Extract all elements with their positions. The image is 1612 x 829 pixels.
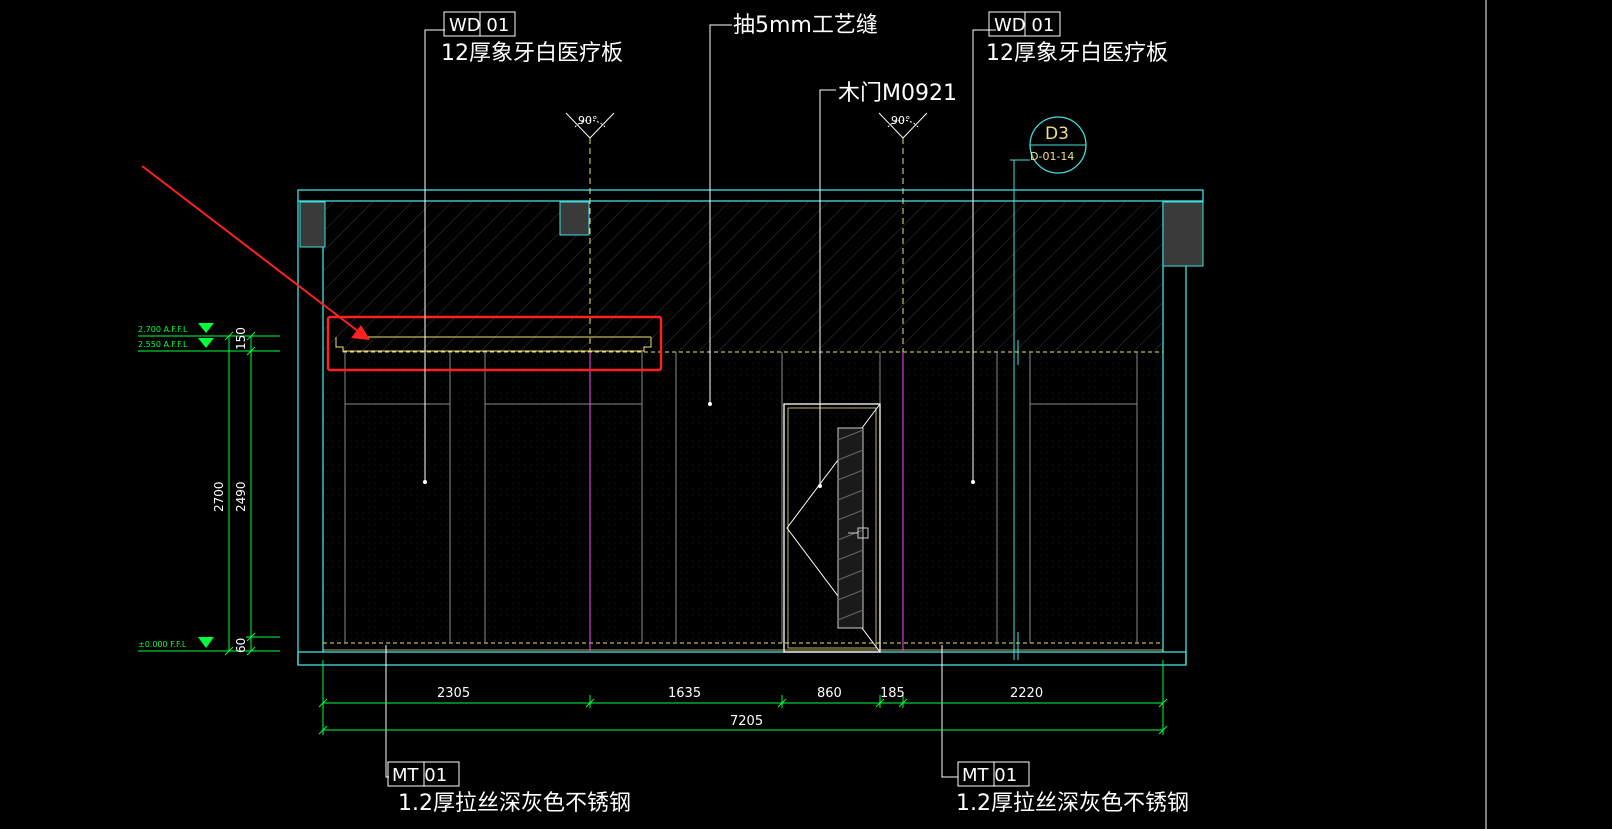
- detail-id: D3: [1045, 124, 1069, 144]
- hdim-seg1: 2305: [437, 686, 470, 701]
- elevation-outline: [297, 189, 1204, 666]
- leader-lines: [424, 24, 996, 486]
- wd-code-right: WD 01: [994, 15, 1054, 36]
- angle-right: 90°: [891, 114, 911, 127]
- wd-desc-right: 12厚象牙白医疗板: [986, 41, 1168, 66]
- vdim-total: 2700: [212, 481, 226, 512]
- horizontal-dimensions: [318, 660, 1168, 735]
- mt-desc-right: 1.2厚拉丝深灰色不锈钢: [956, 791, 1189, 816]
- vdim-middle: 2490: [234, 481, 248, 512]
- hdim-total: 7205: [730, 714, 763, 729]
- wd-desc-left: 12厚象牙白医疗板: [441, 41, 623, 66]
- level-second: 2.550 A.F.F.L: [138, 340, 188, 349]
- door-m0921: [783, 403, 881, 653]
- view-marker-left: [565, 112, 615, 139]
- ceiling-hatch: [323, 202, 1163, 352]
- door-label: 木门M0921: [838, 81, 957, 106]
- highlight-box: [326, 315, 663, 372]
- column-block-mid: [559, 201, 590, 236]
- vertical-dimensions: [224, 331, 280, 656]
- angle-left: 90°: [578, 114, 598, 127]
- level-markers: [138, 323, 280, 652]
- wall-panel-fill: [323, 352, 1163, 644]
- panel-joints: [344, 352, 1138, 643]
- hdim-seg4: 185: [880, 686, 905, 701]
- hdim-seg2: 1635: [668, 686, 701, 701]
- red-arrow: [141, 165, 370, 340]
- mt-desc-left: 1.2厚拉丝深灰色不锈钢: [398, 791, 631, 816]
- hdim-seg5: 2220: [1010, 686, 1043, 701]
- mt-code-right: MT 01: [962, 765, 1017, 786]
- column-block-left: [299, 201, 326, 248]
- hdim-seg3: 860: [817, 686, 842, 701]
- groove-label: 抽5mm工艺缝: [733, 13, 878, 38]
- leader-dots: [423, 402, 975, 488]
- wd-code-left: WD 01: [449, 15, 509, 36]
- ceiling-detail: [335, 336, 652, 352]
- mt-code-left: MT 01: [392, 765, 447, 786]
- view-marker-right: [878, 112, 928, 139]
- level-floor: ±0.000 F.F.L: [138, 640, 187, 649]
- level-top: 2.700 A.F.F.L: [138, 325, 188, 334]
- detail-ref: D-01-14: [1030, 150, 1074, 163]
- detail-tag: [1010, 116, 1087, 660]
- vdim-bottom: 60: [234, 638, 248, 653]
- column-block-right: [1162, 201, 1204, 267]
- vdim-top: 150: [234, 327, 248, 350]
